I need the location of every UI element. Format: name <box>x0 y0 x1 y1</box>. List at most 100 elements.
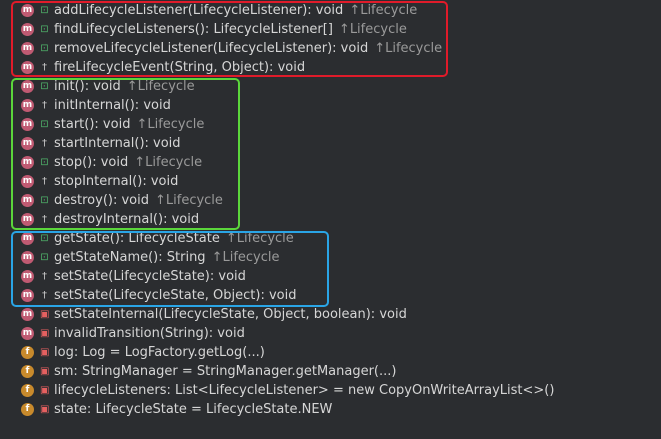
private-visibility-icon: ▣ <box>40 404 50 415</box>
member-signature: stopInternal(): void <box>54 172 178 191</box>
method-item[interactable]: m † setState(LifecycleState): void <box>0 267 661 286</box>
member-signature-text: setStateInternal(LifecycleState, Object,… <box>54 307 407 322</box>
member-signature: getState(): LifecycleState↑Lifecycle <box>54 229 294 248</box>
method-item[interactable]: m†destroyInternal(): void <box>0 210 661 229</box>
member-signature-text: fireLifecycleEvent(String, Object): void <box>54 60 306 75</box>
member-signature-text: findLifecycleListeners(): LifecycleListe… <box>54 22 333 37</box>
member-signature: invalidTransition(String): void <box>54 324 245 343</box>
public-visibility-icon: ⊡ <box>40 5 49 16</box>
method-icon: m <box>21 308 34 321</box>
method-item[interactable]: m ⊡ getState(): LifecycleState↑Lifecycle <box>0 229 661 248</box>
method-icon: m <box>21 118 34 131</box>
method-item[interactable]: m ⊡ destroy(): void ↑Lifecycle <box>0 191 661 210</box>
method-icon: m <box>21 232 34 245</box>
member-signature-text: initInternal(): void <box>54 98 171 113</box>
override-marker: ↑Lifecycle <box>155 193 223 208</box>
member-signature: startInternal(): void <box>54 134 181 153</box>
public-visibility-icon: ⊡ <box>40 81 49 92</box>
member-signature-text: stop(): void <box>54 155 129 170</box>
member-signature: init(): void ↑Lifecycle <box>54 77 195 96</box>
public-visibility-icon: ⊡ <box>40 252 49 263</box>
member-signature: sm: StringManager = StringManager.getMan… <box>54 362 396 381</box>
protected-visibility-icon: † <box>42 138 47 149</box>
member-signature-text: init(): void <box>54 79 121 94</box>
method-item[interactable]: m † initInternal(): void <box>0 96 661 115</box>
member-signature: setStateInternal(LifecycleState, Object,… <box>54 305 407 324</box>
override-marker: ↑Lifecycle <box>136 117 205 132</box>
method-icon: m <box>21 4 34 17</box>
public-visibility-icon: ⊡ <box>40 233 49 244</box>
method-item[interactable]: m ⊡ addLifecycleListener(LifecycleListener… <box>0 1 661 20</box>
member-signature: addLifecycleListener(LifecycleListener):… <box>54 1 417 20</box>
protected-visibility-icon: † <box>42 62 47 73</box>
member-signature-text: state: LifecycleState = LifecycleState.N… <box>54 402 333 417</box>
override-marker: ↑Lifecycle <box>126 79 195 94</box>
member-signature-text: destroy(): void <box>54 193 149 208</box>
member-signature: stop(): void ↑Lifecycle <box>54 153 202 172</box>
structure-member-list: m ⊡ addLifecycleListener(LifecycleListener… <box>0 1 661 419</box>
method-item[interactable]: m ⊡ stop(): void ↑Lifecycle <box>0 153 661 172</box>
member-signature: removeLifecycleListener(LifecycleListene… <box>54 39 442 58</box>
member-signature-text: start(): void <box>54 117 131 132</box>
method-icon: m <box>21 270 34 283</box>
member-signature-text: removeLifecycleListener(LifecycleListene… <box>54 41 369 56</box>
method-item[interactable]: m▣setStateInternal(LifecycleState, Objec… <box>0 305 661 324</box>
field-item[interactable]: f▣lifecycleListeners: List<LifecycleList… <box>0 381 661 400</box>
method-item[interactable]: m†stopInternal(): void <box>0 172 661 191</box>
method-item[interactable]: m†fireLifecycleEvent(String, Object): vo… <box>0 58 661 77</box>
method-icon: m <box>21 194 34 207</box>
member-signature-text: setState(LifecycleState, Object): void <box>54 288 297 303</box>
member-signature: start(): void ↑Lifecycle <box>54 115 204 134</box>
public-visibility-icon: ⊡ <box>40 43 49 54</box>
method-icon: m <box>21 156 34 169</box>
private-visibility-icon: ▣ <box>40 366 50 377</box>
member-signature: initInternal(): void <box>54 96 171 115</box>
member-signature-text: sm: StringManager = StringManager.getMan… <box>54 364 397 379</box>
method-item[interactable]: m † setState(LifecycleState, Object): void <box>0 286 661 305</box>
member-signature-text: invalidTransition(String): void <box>54 326 245 341</box>
field-item[interactable]: f▣sm: StringManager = StringManager.getM… <box>0 362 661 381</box>
method-icon: m <box>21 42 34 55</box>
member-signature-text: stopInternal(): void <box>54 174 179 189</box>
override-marker: ↑Lifecycle <box>374 41 443 56</box>
member-signature: state: LifecycleState = LifecycleState.N… <box>54 400 332 419</box>
member-signature-text: lifecycleListeners: List<LifecycleListen… <box>54 383 555 398</box>
public-visibility-icon: ⊡ <box>40 157 49 168</box>
field-icon: f <box>21 346 34 359</box>
field-item[interactable]: f▣state: LifecycleState = LifecycleState… <box>0 400 661 419</box>
method-item[interactable]: m ⊡ init(): void ↑Lifecycle <box>0 77 661 96</box>
member-signature-text: setState(LifecycleState): void <box>54 269 246 284</box>
field-icon: f <box>21 384 34 397</box>
method-item[interactable]: m ⊡ getStateName(): String ↑Lifecycle <box>0 248 661 267</box>
protected-visibility-icon: † <box>42 290 47 301</box>
method-item[interactable]: m ⊡ removeLifecycleListener(LifecycleListe… <box>0 39 661 58</box>
public-visibility-icon: ⊡ <box>40 24 49 35</box>
method-icon: m <box>21 80 34 93</box>
method-item[interactable]: m ⊡ start(): void ↑Lifecycle <box>0 115 661 134</box>
private-visibility-icon: ▣ <box>40 347 50 358</box>
method-item[interactable]: m▣invalidTransition(String): void <box>0 324 661 343</box>
member-signature: setState(LifecycleState, Object): void <box>54 286 297 305</box>
override-marker: ↑Lifecycle <box>349 3 418 18</box>
member-signature: destroy(): void ↑Lifecycle <box>54 191 223 210</box>
protected-visibility-icon: † <box>42 100 47 111</box>
override-marker: ↑Lifecycle <box>225 231 294 246</box>
method-icon: m <box>21 175 34 188</box>
method-icon: m <box>21 137 34 150</box>
method-icon: m <box>21 289 34 302</box>
highlight-box-lifecycle-methods <box>11 78 240 230</box>
override-marker: ↑Lifecycle <box>134 155 203 170</box>
member-signature-text: startInternal(): void <box>54 136 181 151</box>
method-icon: m <box>21 251 34 264</box>
method-icon: m <box>21 99 34 112</box>
public-visibility-icon: ⊡ <box>40 195 49 206</box>
field-item[interactable]: f▣log: Log = LogFactory.getLog(...) <box>0 343 661 362</box>
method-item[interactable]: m † startInternal(): void <box>0 134 661 153</box>
public-visibility-icon: ⊡ <box>40 119 49 130</box>
override-marker: ↑Lifecycle <box>211 250 280 265</box>
method-item[interactable]: m⊡findLifecycleListeners(): LifecycleLis… <box>0 20 661 39</box>
override-marker: ↑Lifecycle <box>338 22 407 37</box>
member-signature-text: getStateName(): String <box>54 250 206 265</box>
member-signature: setState(LifecycleState): void <box>54 267 246 286</box>
protected-visibility-icon: † <box>42 271 47 282</box>
